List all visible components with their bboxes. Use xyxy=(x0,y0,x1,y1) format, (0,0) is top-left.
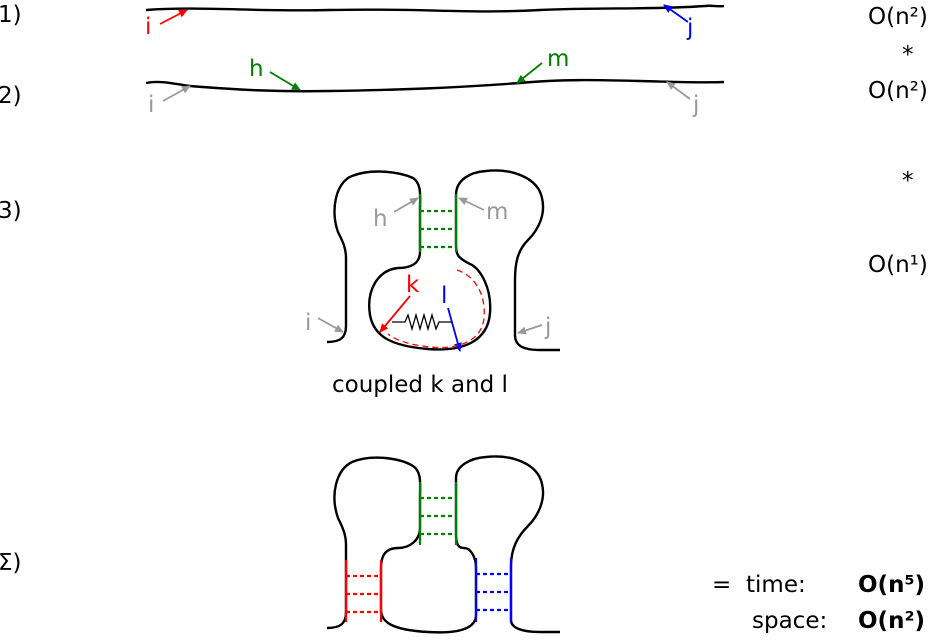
time-label: time: xyxy=(746,572,806,598)
label-l-step-3: l xyxy=(441,283,447,309)
label-i-step-2: i xyxy=(148,92,154,118)
stem-green-sigma xyxy=(418,482,458,545)
coupling-spring xyxy=(392,312,452,332)
label-i-step-3: i xyxy=(305,310,311,336)
complexity-step-1: O(n²) xyxy=(868,4,928,30)
space-label: space: xyxy=(752,608,827,634)
arrow-k-step-3 xyxy=(379,295,411,333)
result-equals: = xyxy=(712,572,731,598)
coupled-loop-path xyxy=(387,269,485,349)
arrow-i-step-3 xyxy=(317,317,344,333)
arrow-j-step-1 xyxy=(663,4,689,23)
time-complexity: O(n⁵) xyxy=(858,572,925,598)
caption-coupled: coupled k and l xyxy=(332,372,508,398)
label-h-step-3: h xyxy=(373,206,388,232)
multiply-sign-1: * xyxy=(902,42,914,68)
stem-red-sigma xyxy=(344,560,383,622)
strand-step-2 xyxy=(145,78,725,93)
arrow-h-step-3 xyxy=(393,197,419,213)
stem-blue-sigma xyxy=(474,558,513,622)
arrow-m-step-2 xyxy=(516,62,543,84)
structure-step-3 xyxy=(326,169,560,352)
step-sigma-label: Σ) xyxy=(0,550,22,576)
label-m-step-3: m xyxy=(486,199,508,225)
step-2-label: 2) xyxy=(0,83,22,109)
stem-base-pairs-step-3 xyxy=(418,194,458,252)
strand-step-1 xyxy=(145,4,725,13)
label-j-step-2: j xyxy=(692,92,699,118)
step-3-label: 3) xyxy=(0,198,22,224)
structure-sigma xyxy=(326,455,560,634)
arrow-j-step-3 xyxy=(517,324,543,335)
label-j-step-1: j xyxy=(686,15,693,41)
arrow-j-step-2 xyxy=(666,81,691,100)
arrow-i-step-1 xyxy=(159,9,188,25)
label-m-step-2: m xyxy=(547,46,569,72)
label-i-step-1: i xyxy=(145,14,151,40)
label-h-step-2: h xyxy=(249,56,264,82)
step-1-label: 1) xyxy=(0,2,22,28)
complexity-step-3: O(n¹) xyxy=(868,252,928,278)
arrow-h-step-2 xyxy=(269,71,301,91)
label-j-step-3: j xyxy=(544,314,551,340)
multiply-sign-2: * xyxy=(902,168,914,194)
label-k-step-3: k xyxy=(406,272,420,298)
arrow-m-step-3 xyxy=(458,197,485,211)
space-complexity: O(n²) xyxy=(858,608,925,634)
arrow-l-step-3 xyxy=(447,307,462,352)
complexity-step-2: O(n²) xyxy=(868,78,928,104)
arrow-i-step-2 xyxy=(162,85,191,102)
